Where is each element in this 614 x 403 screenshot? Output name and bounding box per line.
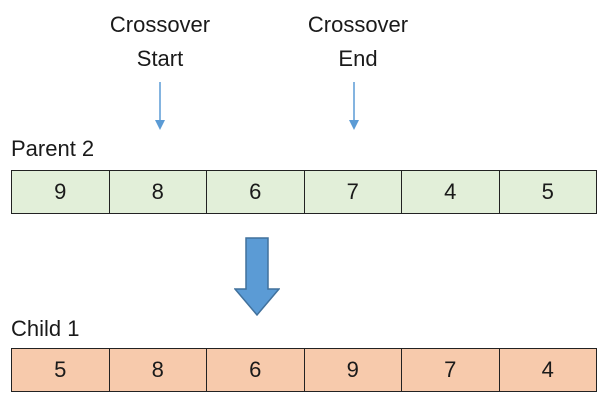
child-label: Child 1 bbox=[11, 316, 80, 341]
child-gene-cell: 9 bbox=[305, 349, 402, 391]
parent-label: Parent 2 bbox=[11, 136, 95, 161]
parent-gene-cell: 6 bbox=[207, 171, 305, 213]
parent-gene-cell: 4 bbox=[402, 171, 500, 213]
child-gene-cell: 6 bbox=[207, 349, 305, 391]
crossover-start-label: Crossover Start bbox=[70, 8, 250, 76]
parent-gene-cell: 9 bbox=[12, 171, 110, 213]
parent-gene-cell: 7 bbox=[305, 171, 402, 213]
child-gene-cell: 7 bbox=[402, 349, 500, 391]
crossover-start-line1: Crossover bbox=[109, 12, 211, 37]
parent-gene-cell: 8 bbox=[110, 171, 207, 213]
crossover-end-line1: Crossover bbox=[307, 12, 409, 37]
child-gene-cell: 4 bbox=[541, 357, 554, 382]
crossover-start-line2: Start bbox=[136, 46, 184, 71]
crossover-end-line2: End bbox=[338, 46, 378, 71]
child-gene-cell: 8 bbox=[110, 349, 207, 391]
child-gene-cell: 5 bbox=[12, 349, 110, 391]
down-arrow-icon bbox=[234, 237, 280, 317]
crossover-start-pointer-icon bbox=[155, 82, 165, 130]
parent-gene-cell: 5 bbox=[541, 179, 554, 204]
crossover-end-label: Crossover End bbox=[268, 8, 448, 76]
crossover-end-pointer-icon bbox=[349, 82, 359, 130]
